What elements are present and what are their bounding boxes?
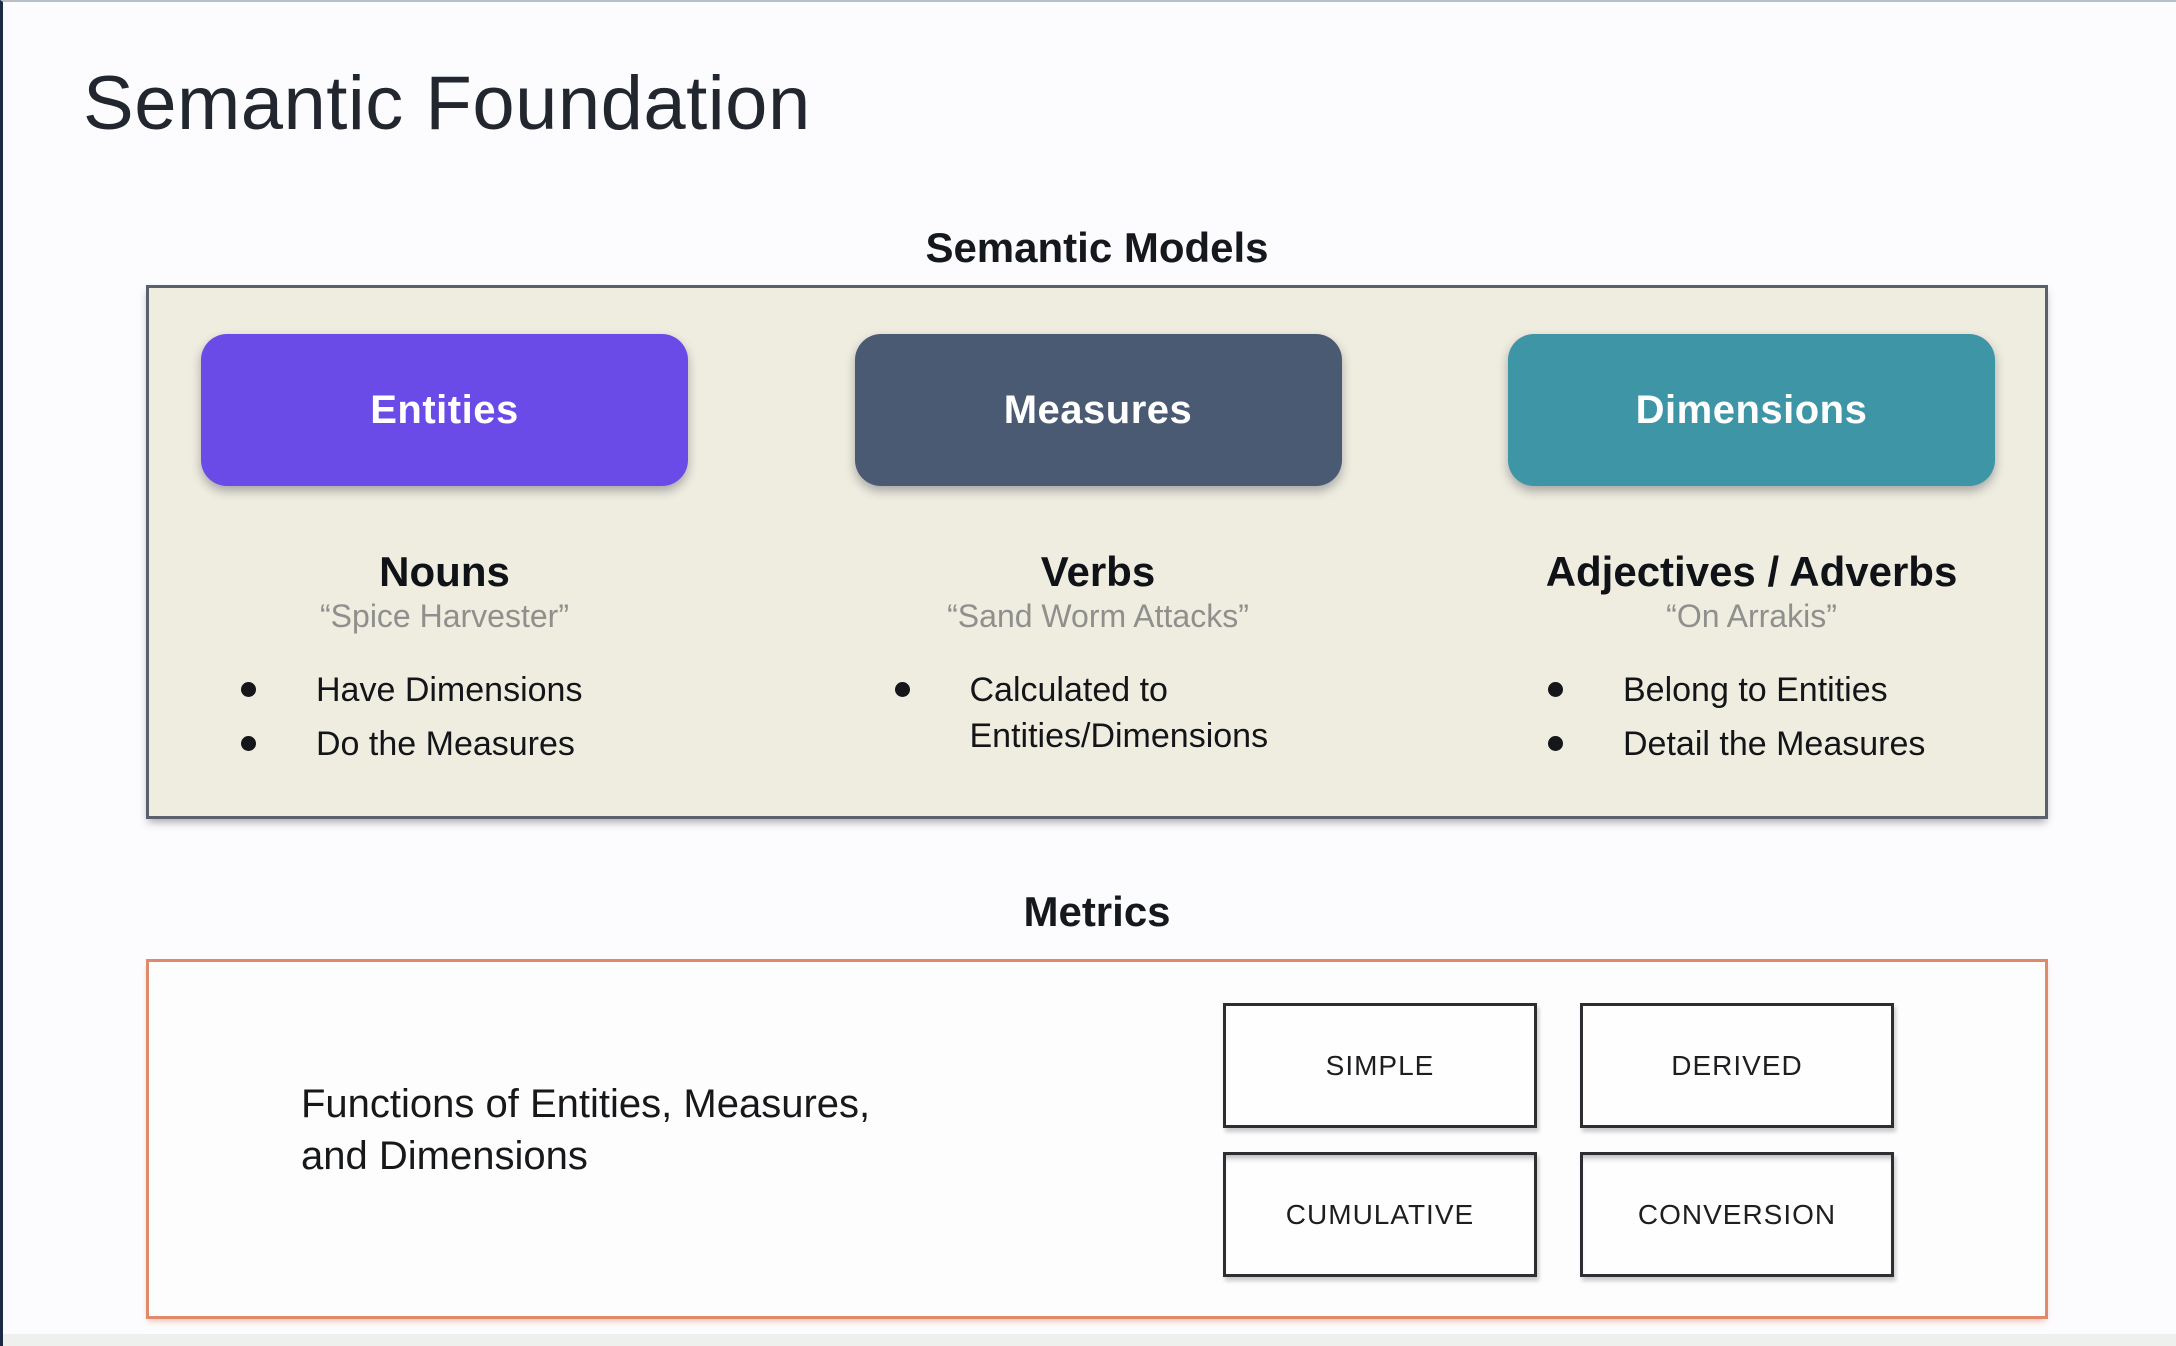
metric-type-conversion: CONVERSION [1580, 1152, 1894, 1277]
bullet-text: Have Dimensions [316, 671, 583, 709]
entities-pill: Entities [201, 334, 688, 486]
entities-bullet-list: Have Dimensions Do the Measures [201, 667, 688, 767]
bottom-edge [3, 1334, 2176, 1346]
measures-example-quote: “Sand Worm Attacks” [947, 598, 1249, 634]
metrics-description: Functions of Entities, Measures, and Dim… [301, 1082, 871, 1178]
semantic-models-heading: Semantic Models [925, 224, 1269, 271]
semantic-models-panel: Entities Nouns “Spice Harvester” Have Di… [146, 285, 2048, 819]
bullet-text: Calculated to Entities/Dimensions [969, 671, 1269, 755]
bullet-item: Do the Measures [241, 721, 688, 767]
bullet-text: Do the Measures [316, 725, 575, 763]
bullet-item: Calculated to Entities/Dimensions [894, 667, 1342, 759]
metric-type-cumulative: CUMULATIVE [1223, 1152, 1537, 1277]
bullet-item: Have Dimensions [241, 667, 688, 713]
page-title: Semantic Foundation [83, 61, 811, 146]
dimensions-pill: Dimensions [1508, 334, 1995, 486]
dimensions-bullet-list: Belong to Entities Detail the Measures [1508, 667, 1995, 767]
measures-pill: Measures [854, 334, 1342, 486]
measures-column: Measures Verbs “Sand Worm Attacks” Calcu… [854, 334, 1342, 816]
bullet-item: Detail the Measures [1548, 721, 1995, 767]
measures-bullet-list: Calculated to Entities/Dimensions [855, 667, 1342, 759]
bullet-dot-icon [241, 682, 256, 697]
metric-types-grid: SIMPLE DERIVED CUMULATIVE CONVERSION [1223, 1003, 1894, 1277]
entities-example-quote: “Spice Harvester” [320, 598, 569, 634]
entities-column: Entities Nouns “Spice Harvester” Have Di… [201, 334, 688, 816]
metrics-heading: Metrics [1023, 888, 1171, 935]
measures-role-heading: Verbs [1040, 548, 1156, 595]
bullet-text: Belong to Entities [1623, 671, 1888, 709]
bullet-dot-icon [241, 736, 256, 751]
metric-type-derived: DERIVED [1580, 1003, 1894, 1128]
entities-role-heading: Nouns [379, 548, 510, 595]
dimensions-role-heading: Adjectives / Adverbs [1545, 548, 1958, 595]
bullet-dot-icon [894, 682, 910, 697]
bullet-dot-icon [1548, 736, 1563, 751]
bullet-dot-icon [1548, 682, 1563, 697]
dimensions-example-quote: “On Arrakis” [1666, 598, 1837, 634]
bullet-item: Belong to Entities [1548, 667, 1995, 713]
bullet-text: Detail the Measures [1623, 725, 1926, 763]
dimensions-column: Dimensions Adjectives / Adverbs “On Arra… [1508, 334, 1995, 816]
metric-type-simple: SIMPLE [1223, 1003, 1537, 1128]
metrics-panel: Functions of Entities, Measures, and Dim… [146, 959, 2048, 1319]
